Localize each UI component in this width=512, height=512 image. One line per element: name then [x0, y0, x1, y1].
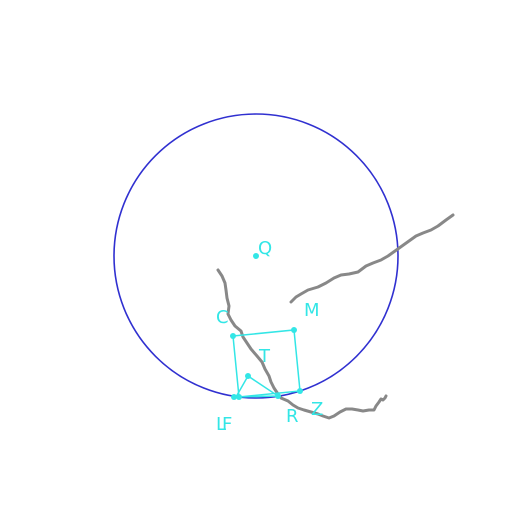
label-t: T — [258, 346, 271, 367]
circle-q — [113, 113, 399, 399]
curve-lower — [216, 268, 388, 420]
point-c — [230, 333, 236, 339]
label-r: R — [286, 406, 299, 427]
point-f — [236, 394, 242, 400]
label-f: F — [222, 414, 232, 435]
point-l — [231, 394, 237, 400]
point-m — [291, 327, 297, 333]
label-z: Z — [311, 399, 323, 420]
label-m: M — [304, 300, 320, 321]
label-c: C — [216, 307, 229, 328]
point-r — [275, 393, 281, 399]
label-q: Q — [258, 238, 272, 259]
triangle-t-l-r — [234, 374, 281, 398]
point-z — [297, 388, 303, 394]
curve-upper — [289, 213, 455, 304]
point-q — [253, 253, 259, 259]
label-l: L — [216, 414, 226, 435]
point-t — [245, 373, 251, 379]
